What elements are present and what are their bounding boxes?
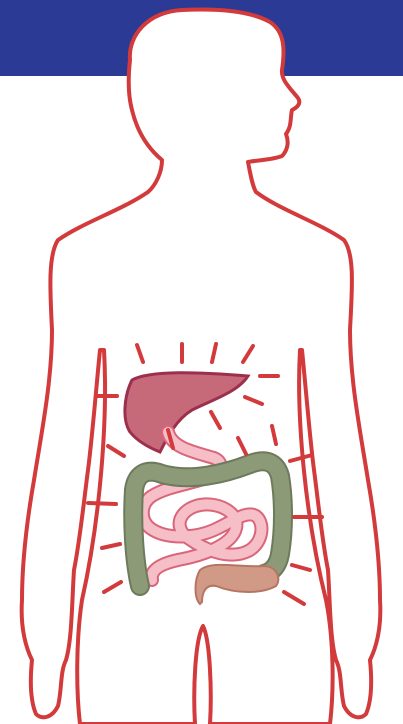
human-silhouette-icon bbox=[22, 10, 381, 724]
pain-mark bbox=[88, 503, 116, 504]
